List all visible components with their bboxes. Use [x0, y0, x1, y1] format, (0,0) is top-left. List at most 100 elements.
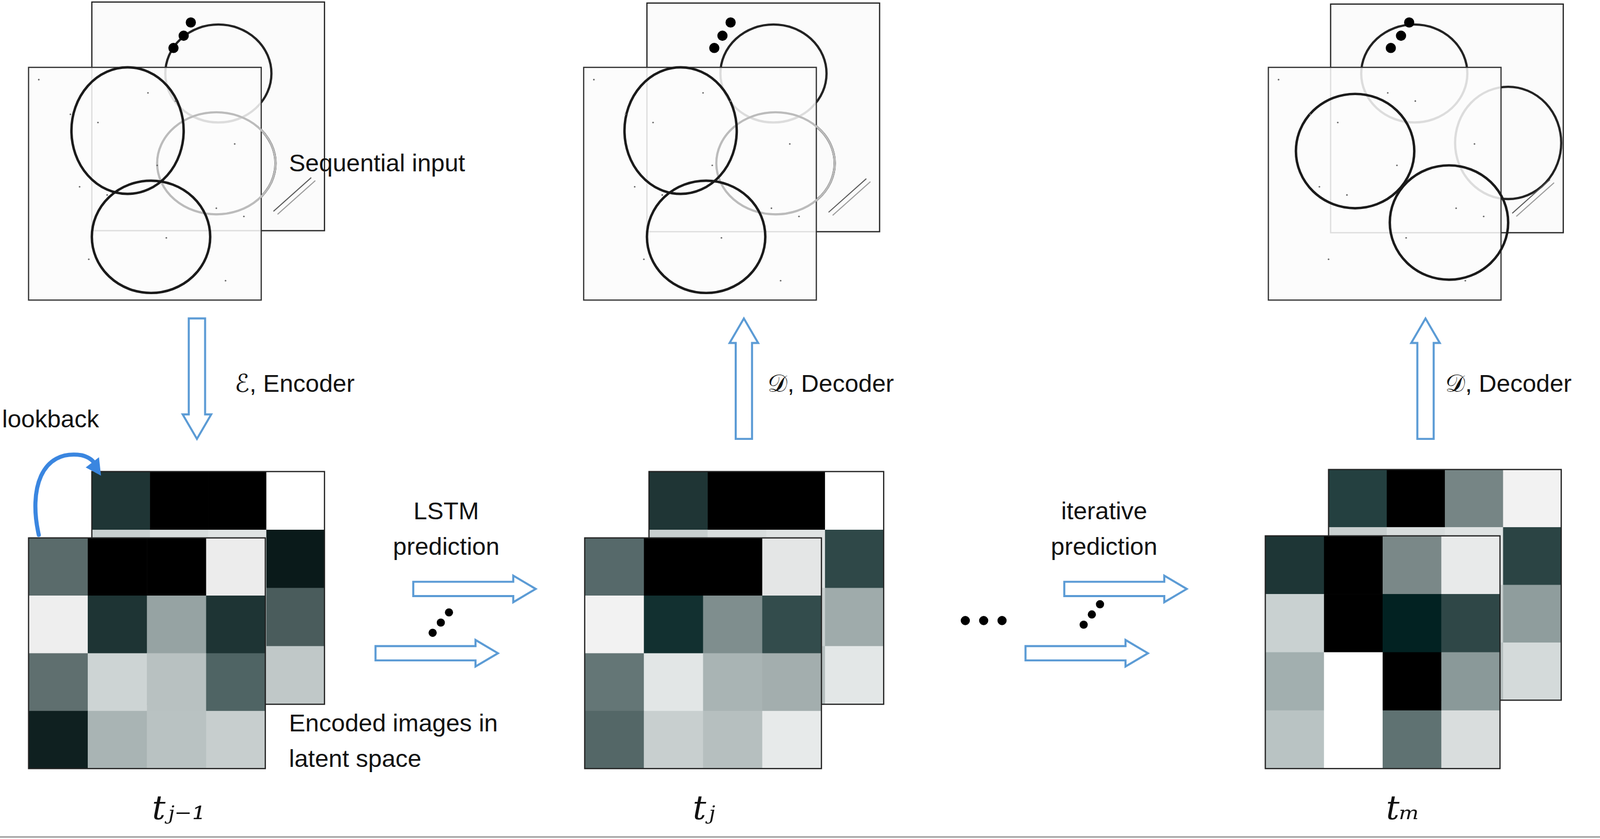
latent-cell	[266, 529, 326, 589]
dot	[717, 30, 728, 42]
latent-cell	[825, 587, 885, 647]
ellipsis-dot	[1095, 600, 1105, 609]
latent-frame	[1265, 536, 1500, 769]
latent-cell	[1265, 652, 1325, 711]
latent-cell	[205, 538, 266, 597]
speck	[78, 186, 81, 188]
latent-cell	[643, 711, 704, 770]
speck	[97, 121, 99, 124]
latent-cell	[87, 711, 148, 770]
speck	[1346, 194, 1348, 196]
latent-cell	[1265, 710, 1325, 770]
latent-front	[1265, 536, 1501, 770]
latent-cell	[1324, 536, 1384, 595]
latent-cell	[762, 711, 822, 770]
ellipsis-dot	[960, 616, 971, 626]
scratch-line	[277, 180, 316, 215]
speck	[165, 237, 168, 239]
dot	[725, 17, 736, 28]
latent-cell	[1441, 710, 1501, 770]
latent-cell	[1265, 536, 1325, 595]
speck	[652, 121, 654, 124]
arrowhead	[85, 457, 101, 476]
latent-cell	[146, 595, 207, 654]
latent-cell	[149, 471, 209, 531]
ellipsis-dot	[1079, 620, 1088, 630]
dot	[1404, 17, 1415, 28]
ellipsis-dot	[444, 608, 454, 617]
latent-cell	[146, 711, 207, 770]
scratch-line	[828, 178, 867, 213]
dot	[168, 42, 179, 54]
latent-cell	[1502, 585, 1562, 644]
latent-cell	[1382, 594, 1442, 653]
latent-cell	[702, 595, 763, 654]
latent-cell	[1324, 594, 1384, 653]
speck	[1318, 186, 1320, 188]
latent-front	[584, 538, 822, 770]
latent-cell	[584, 595, 645, 654]
latent-cell	[1502, 469, 1562, 528]
speck	[1309, 113, 1312, 115]
latent-cell	[1324, 710, 1384, 770]
latent-cell	[1328, 469, 1388, 528]
annotation-label: 𝒟, Decoder	[767, 365, 895, 402]
ellipsis-dot	[436, 618, 446, 628]
dot	[1395, 30, 1407, 42]
latent-cell	[1502, 527, 1562, 586]
latent-cell	[707, 471, 767, 531]
latent-cell	[702, 711, 763, 770]
droplet-outline	[646, 180, 766, 294]
dot	[709, 42, 720, 54]
hollow-arrow	[375, 640, 498, 667]
latent-cell	[584, 653, 645, 712]
latent-cell	[648, 471, 709, 531]
latent-cell	[28, 711, 89, 770]
hollow-arrow	[1411, 318, 1441, 440]
time-label: tₘ	[1350, 783, 1456, 833]
hollow-arrow	[729, 318, 759, 440]
bottom-rule	[0, 836, 1600, 839]
speck	[156, 164, 158, 167]
latent-cell	[91, 471, 151, 531]
hollow-arrow	[413, 575, 536, 603]
ellipsis-dot	[428, 629, 437, 638]
annotation-label: Sequential input	[288, 145, 466, 181]
droplet-outline	[624, 67, 737, 194]
front-frame	[28, 67, 262, 300]
speck	[1414, 100, 1417, 102]
speck	[633, 186, 636, 188]
latent-cell	[28, 595, 89, 654]
speck	[38, 78, 40, 81]
scratch-line	[1516, 182, 1555, 217]
dot	[185, 17, 196, 28]
latent-cell	[762, 595, 822, 654]
speck	[720, 237, 723, 239]
latent-cell	[266, 646, 326, 705]
scratch-line	[1512, 179, 1550, 214]
latent-cell	[762, 653, 822, 712]
droplet-outline	[1295, 94, 1415, 209]
droplet-outline	[91, 180, 211, 294]
image-stack	[1268, 4, 1563, 301]
speck	[1482, 215, 1485, 218]
latent-cell	[87, 538, 148, 597]
latent-cell	[1444, 469, 1504, 528]
speck	[215, 207, 217, 210]
scratch-line	[832, 181, 871, 216]
speck	[797, 215, 800, 218]
latent-cell	[87, 653, 148, 712]
latent-cell	[584, 711, 645, 770]
speck	[147, 91, 149, 94]
speck	[702, 91, 704, 94]
latent-cell	[146, 653, 207, 712]
speck	[711, 164, 713, 167]
speck	[643, 258, 645, 261]
latent-cell	[1386, 469, 1446, 528]
latent-cell	[28, 653, 89, 712]
image-stack	[28, 2, 325, 301]
front-frame	[583, 67, 817, 300]
speck	[1337, 121, 1339, 124]
latent-frame	[584, 538, 822, 770]
